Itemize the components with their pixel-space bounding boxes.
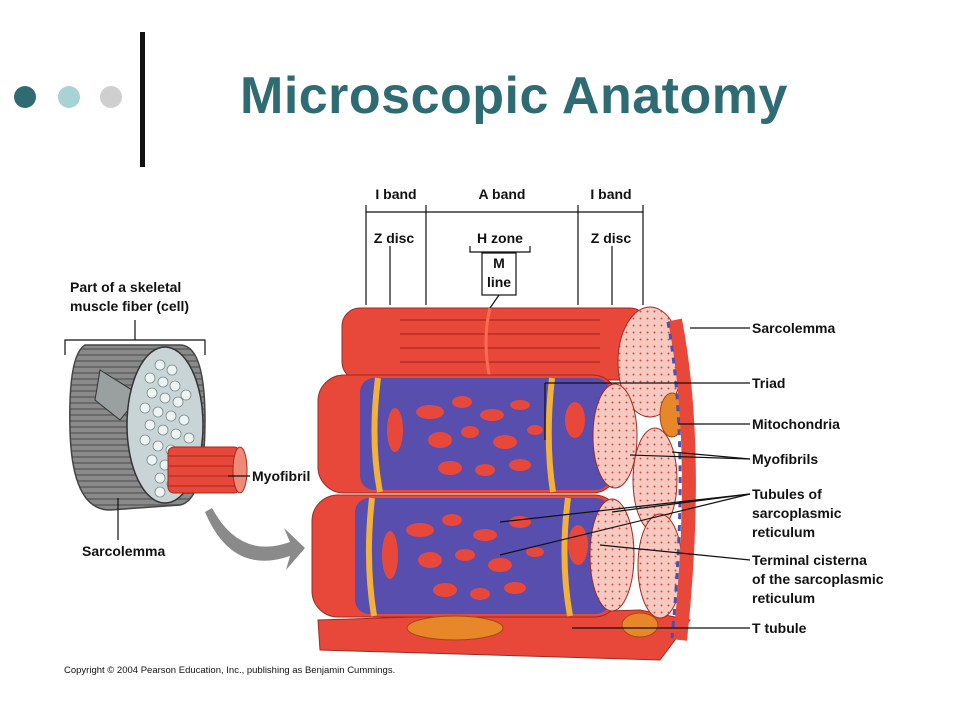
label-terminal-l3: reticulum (752, 590, 815, 606)
label-tubules-l1: Tubules of (752, 486, 822, 502)
title-divider (140, 32, 145, 167)
myofibril-bundle-illustration (311, 306, 696, 661)
label-z-disc-right: Z disc (591, 230, 632, 246)
dot-gray (100, 86, 122, 108)
dot-teal (58, 86, 80, 108)
label-h-zone: H zone (477, 230, 523, 246)
label-myofibril-left: Myofibril (252, 468, 310, 484)
dot-dark (14, 86, 36, 108)
label-terminal-l2: of the sarcoplasmic (752, 571, 884, 587)
label-part-line2: muscle fiber (cell) (70, 298, 189, 314)
label-t-tubule: T tubule (752, 620, 807, 636)
label-tubules-l3: reticulum (752, 524, 815, 540)
label-part-line1: Part of a skeletal (70, 279, 181, 295)
muscle-fiber-illustration (64, 320, 305, 570)
band-brackets (365, 205, 644, 309)
label-m: M (493, 255, 505, 271)
label-sarcolemma-left: Sarcolemma (82, 543, 165, 559)
right-leader-lines (499, 327, 751, 629)
label-line: line (487, 274, 511, 290)
label-mitochondria: Mitochondria (752, 416, 840, 432)
label-a-band: A band (479, 186, 526, 202)
label-tubules-l2: sarcoplasmic (752, 505, 842, 521)
label-z-disc-left: Z disc (374, 230, 415, 246)
label-myofibrils: Myofibrils (752, 451, 818, 467)
label-i-band-right: I band (590, 186, 631, 202)
label-terminal-l1: Terminal cisterna (752, 552, 867, 568)
label-triad: Triad (752, 375, 785, 391)
label-i-band-left: I band (375, 186, 416, 202)
copyright-notice: Copyright © 2004 Pearson Education, Inc.… (64, 665, 396, 676)
slide-title: Microscopic Anatomy (240, 67, 788, 125)
label-sarcolemma-right: Sarcolemma (752, 320, 835, 336)
